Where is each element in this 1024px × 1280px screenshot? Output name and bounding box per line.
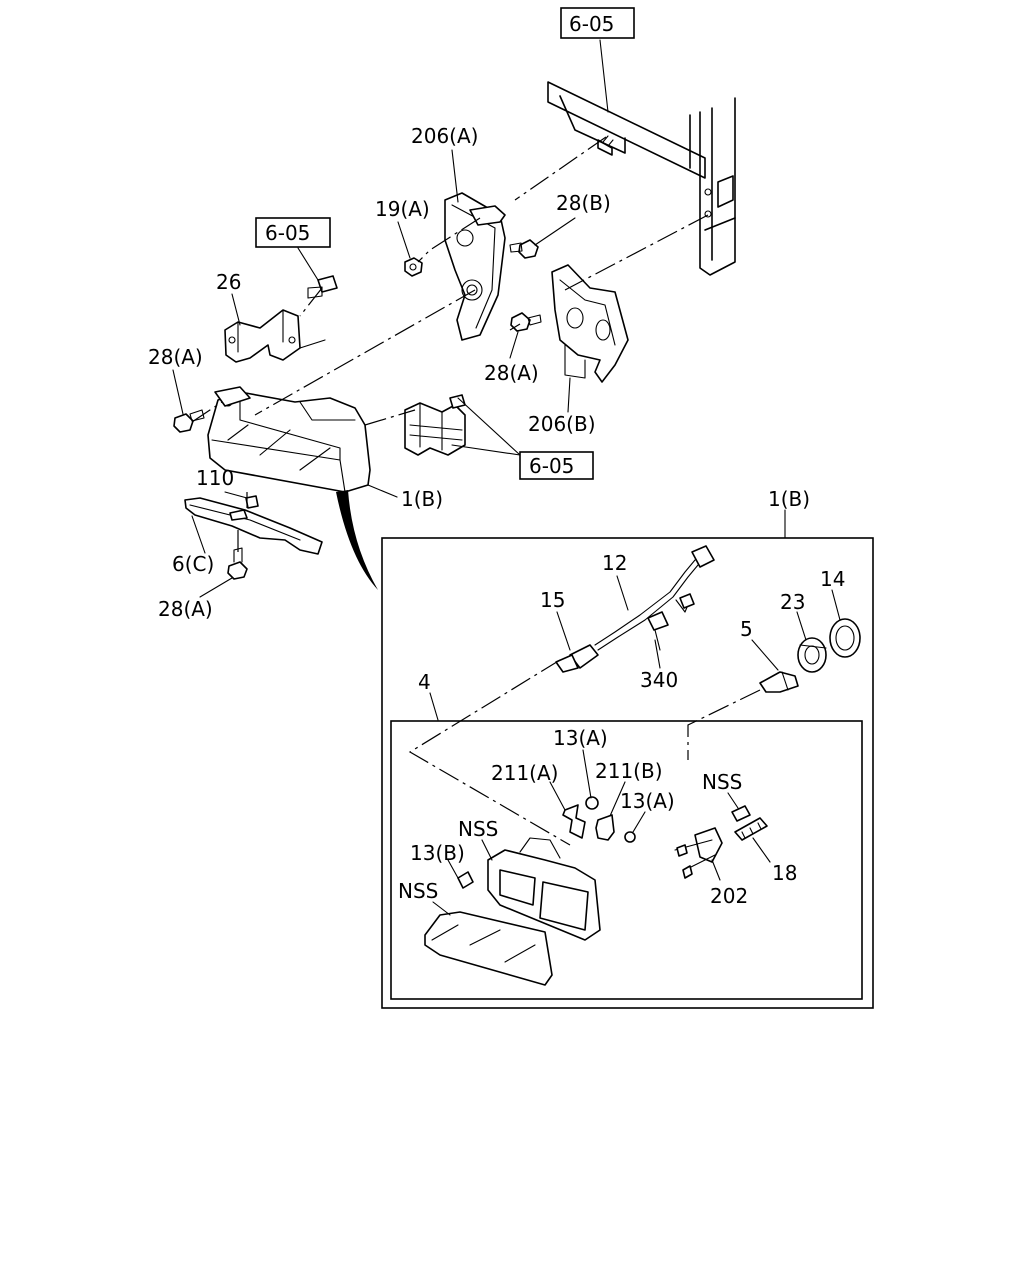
ref-label-left: 6-05 [265, 221, 310, 245]
label-211a: 211(A) [491, 761, 558, 785]
lamp-housing [487, 837, 601, 941]
bracket-26 [224, 309, 326, 363]
bolt-28b [509, 239, 539, 259]
mounting-strip [184, 497, 323, 555]
label-nss-mid: NSS [458, 817, 498, 841]
label-15: 15 [540, 588, 565, 612]
detail-pointer [336, 490, 378, 590]
label-13a-top: 13(A) [553, 726, 608, 750]
clip-211a [562, 804, 586, 839]
ref-label-mid: 6-05 [529, 454, 574, 478]
label-nss-lens: NSS [398, 879, 438, 903]
label-4: 4 [418, 670, 431, 694]
clip-110 [245, 495, 259, 509]
label-6c: 6(C) [172, 552, 214, 576]
clip-13a-top [585, 796, 599, 810]
bulb-5 [759, 671, 799, 693]
bracket-206a [444, 192, 506, 341]
bracket-206b [551, 264, 629, 383]
bolt-28a-left [173, 409, 205, 433]
label-28a-bottom: 28(A) [158, 597, 213, 621]
clip-13b [457, 871, 474, 889]
screw-nss [731, 805, 751, 822]
label-28a-mid: 28(A) [484, 361, 539, 385]
screw-18 [734, 817, 768, 841]
label-13a-right: 13(A) [620, 789, 675, 813]
label-nss-top: NSS [702, 770, 742, 794]
aiming-bracket-202 [674, 827, 723, 879]
bolt-28a-bottom [227, 547, 248, 580]
label-18: 18 [772, 861, 797, 885]
mounting-hinge [404, 394, 466, 456]
label-23: 23 [780, 590, 805, 614]
connector-340 [647, 611, 669, 651]
headlamp-assembly [207, 386, 371, 493]
label-5: 5 [740, 617, 753, 641]
clip-211b [595, 814, 615, 841]
lens [424, 911, 553, 986]
ref-box-left [255, 217, 331, 248]
label-110: 110 [196, 466, 234, 490]
ref-box-top [560, 7, 635, 39]
detail-panel: 1(B) [381, 487, 874, 1009]
label-13b: 13(B) [410, 841, 465, 865]
label-206b: 206(B) [528, 412, 596, 436]
label-202: 202 [710, 884, 748, 908]
ring-14 [829, 618, 861, 658]
ref-label-top: 6-05 [569, 12, 614, 36]
label-1b-detail: 1(B) [768, 487, 810, 511]
vehicle-frame [547, 81, 736, 276]
socket-23 [797, 637, 827, 673]
bulb-15 [555, 644, 599, 673]
nut-19a [404, 257, 423, 277]
wiring-harness [594, 545, 715, 651]
ref-box-mid [519, 451, 594, 480]
label-28b: 28(B) [556, 191, 611, 215]
label-12: 12 [602, 551, 627, 575]
assembly-lines [191, 136, 709, 552]
label-19a: 19(A) [375, 197, 430, 221]
leader-lines-upper [172, 39, 609, 598]
label-211b: 211(B) [595, 759, 663, 783]
label-1b: 1(B) [401, 487, 443, 511]
clip-13a-right [624, 831, 636, 843]
bolt-28a-mid [510, 312, 542, 332]
label-340: 340 [640, 668, 678, 692]
label-28a-left: 28(A) [148, 345, 203, 369]
bolt-6-05-left [307, 275, 338, 299]
label-206a: 206(A) [411, 124, 478, 148]
label-14: 14 [820, 567, 845, 591]
label-26: 26 [216, 270, 241, 294]
